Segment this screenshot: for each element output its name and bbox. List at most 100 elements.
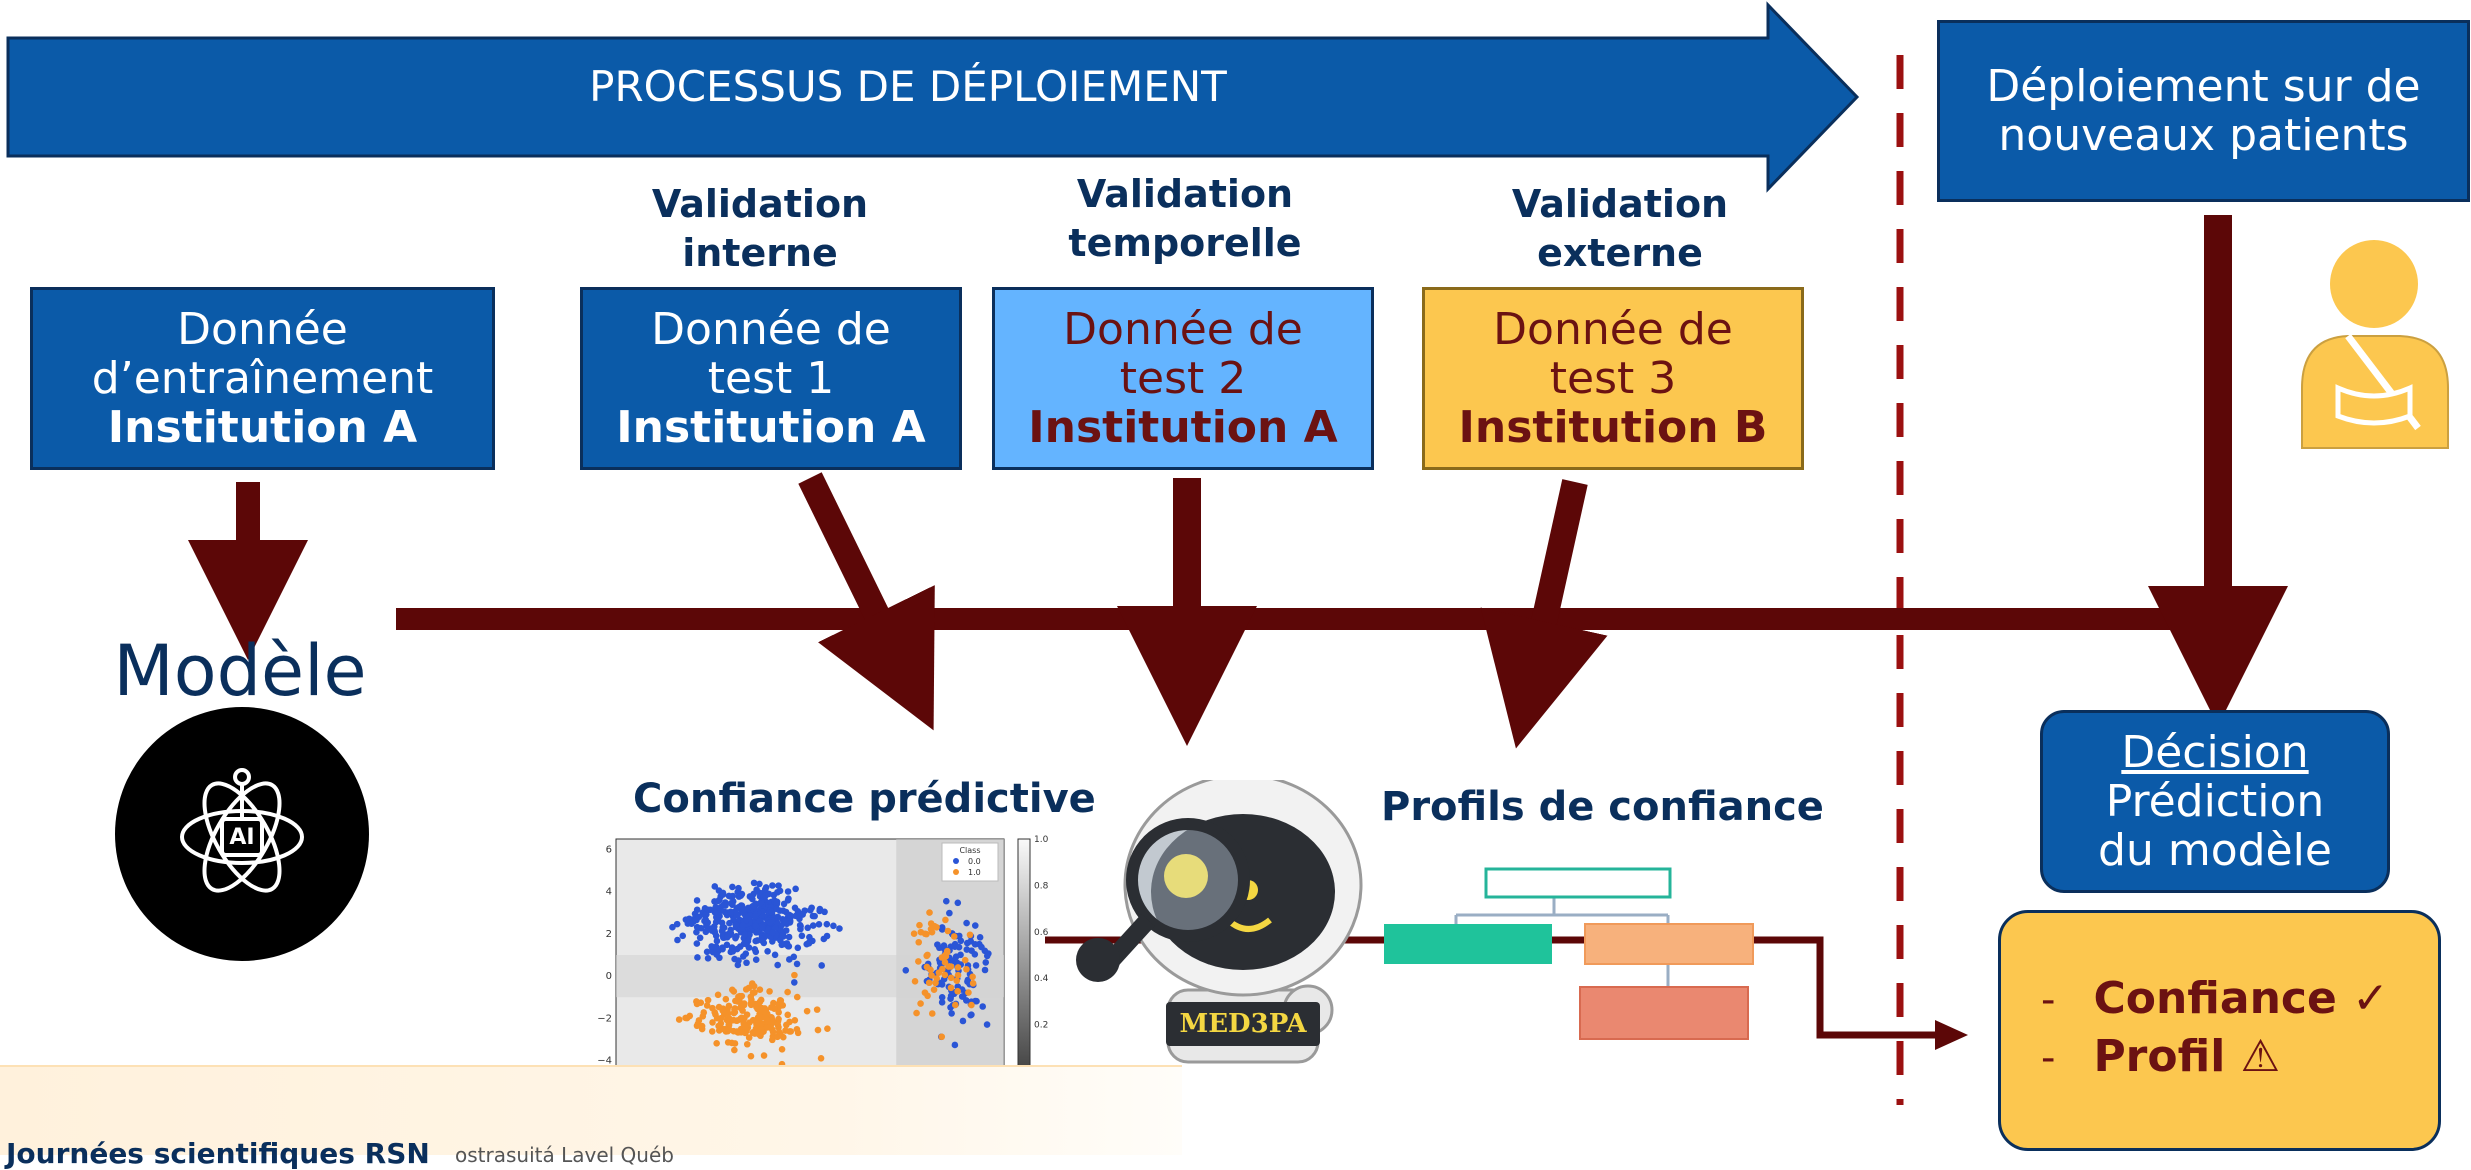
scatter-point-class-0.0 [762, 892, 769, 900]
scatter-point-class-0.0 [711, 883, 719, 890]
scatter-point-class-0.0 [766, 919, 774, 926]
scatter-point-class-0.0 [938, 924, 946, 931]
scatter-point-class-0.0 [971, 950, 979, 958]
scatter-point-class-1.0 [756, 986, 764, 994]
model-label: Modèle [113, 630, 367, 712]
scatter-point-class-0.0 [725, 892, 733, 900]
footer-subtext: ostrasuitá Lavel Québ [455, 1143, 674, 1167]
scatter-point-class-1.0 [760, 1052, 768, 1059]
scatter-point-class-0.0 [784, 897, 792, 904]
colorbar-tick-label: 1.0 [1034, 835, 1049, 845]
scatter-point-class-0.0 [968, 1011, 975, 1018]
scatter-point-class-1.0 [921, 930, 929, 938]
scatter-point-class-0.0 [981, 966, 989, 974]
decision-line-3: du modèle [2098, 825, 2332, 877]
scatter-point-class-0.0 [775, 882, 782, 889]
scatter-point-class-0.0 [713, 937, 721, 945]
test-data-3-box: Donnée de test 3 Institution B [1422, 287, 1804, 470]
ai-brain-icon [180, 768, 304, 893]
scatter-point-class-1.0 [917, 1000, 924, 1007]
decision-line-2: Prédiction [2105, 775, 2325, 827]
footer-text: Journées scientifiques RSN [6, 1137, 430, 1170]
scatter-point-class-1.0 [794, 1029, 802, 1037]
scatter-point-class-1.0 [817, 1055, 825, 1062]
scatter-point-class-1.0 [766, 988, 773, 995]
scatter-point-class-1.0 [742, 1022, 749, 1030]
scatter-point-class-0.0 [750, 879, 758, 887]
y-tick-label: −4 [597, 1055, 612, 1066]
scatter-point-class-0.0 [818, 962, 825, 969]
scatter-point-class-1.0 [784, 1011, 792, 1019]
scatter-point-class-0.0 [976, 934, 984, 941]
legend-marker [953, 869, 959, 875]
scatter-point-class-0.0 [694, 954, 701, 961]
scatter-point-class-1.0 [926, 909, 933, 916]
scatter-point-class-0.0 [673, 920, 681, 928]
scatter-point-class-0.0 [732, 921, 740, 929]
scatter-point-class-1.0 [928, 1010, 936, 1017]
scatter-point-class-1.0 [731, 1046, 738, 1054]
scatter-point-class-0.0 [940, 942, 948, 949]
scatter-point-class-0.0 [711, 909, 719, 916]
test2-line-1: Donnée de [1063, 303, 1303, 355]
scatter-point-class-0.0 [712, 903, 720, 911]
scatter-point-class-0.0 [740, 906, 748, 913]
scatter-point-class-1.0 [938, 1033, 946, 1041]
scatter-point-class-0.0 [693, 928, 700, 936]
scatter-point-class-1.0 [947, 984, 955, 992]
scatter-point-class-1.0 [968, 1001, 975, 1009]
scatter-point-class-1.0 [686, 1012, 694, 1020]
scatter-point-class-0.0 [963, 939, 971, 947]
scatter-point-class-0.0 [983, 1021, 991, 1028]
scatter-point-class-1.0 [699, 1013, 707, 1020]
scatter-point-class-0.0 [805, 939, 813, 947]
scatter-point-class-1.0 [954, 964, 962, 971]
scatter-point-class-1.0 [930, 986, 938, 993]
scatter-point-class-1.0 [776, 996, 784, 1004]
scatter-point-class-0.0 [679, 932, 687, 940]
scatter-point-class-0.0 [739, 921, 747, 929]
scatter-point-class-1.0 [714, 991, 722, 999]
scatter-point-class-1.0 [916, 921, 923, 929]
scatter-point-class-1.0 [947, 963, 955, 970]
scatter-point-class-1.0 [775, 1009, 782, 1016]
scatter-point-class-0.0 [674, 936, 681, 944]
scatter-point-class-0.0 [764, 927, 771, 934]
scatter-point-class-1.0 [950, 933, 958, 940]
scatter-point-class-1.0 [924, 951, 931, 959]
scatter-point-class-1.0 [704, 996, 712, 1004]
scatter-point-class-0.0 [733, 932, 740, 940]
scatter-point-class-0.0 [752, 956, 760, 963]
validation-title-external: Validation externe [1440, 180, 1800, 277]
y-tick-label: −2 [597, 1013, 612, 1024]
scatter-point-class-0.0 [938, 999, 946, 1006]
scatter-point-class-1.0 [730, 1016, 738, 1024]
confidence-scatter-chart: −505101520−4−202460.00.20.40.60.81.0Clas… [597, 835, 1049, 1090]
y-tick-label: 6 [606, 845, 612, 856]
legend-marker [953, 858, 959, 864]
scatter-point-class-0.0 [954, 899, 962, 907]
training-line-1: Donnée [177, 303, 348, 355]
scatter-point-class-0.0 [712, 932, 720, 940]
scatter-point-class-1.0 [764, 1024, 771, 1031]
footer-banner: Journées scientifiques RSN ostrasuitá La… [0, 1065, 1182, 1170]
scatter-point-class-0.0 [785, 933, 793, 941]
scatter-point-class-0.0 [796, 910, 804, 918]
scatter-point-class-0.0 [769, 882, 776, 889]
scatter-point-class-1.0 [717, 1014, 725, 1022]
scatter-point-class-0.0 [743, 959, 750, 967]
scatter-point-class-1.0 [824, 1025, 831, 1032]
scatter-point-class-0.0 [753, 928, 761, 936]
scatter-point-class-0.0 [724, 933, 731, 941]
scatter-point-class-1.0 [941, 959, 949, 966]
scatter-point-class-1.0 [739, 1007, 746, 1014]
scatter-point-class-1.0 [749, 1016, 757, 1024]
colorbar-tick-label: 0.2 [1034, 1021, 1048, 1031]
scatter-point-class-0.0 [902, 966, 910, 974]
scatter-point-class-0.0 [983, 952, 991, 960]
scatter-point-class-1.0 [756, 1013, 764, 1021]
scatter-point-class-1.0 [791, 1017, 799, 1024]
scatter-point-class-0.0 [784, 888, 792, 895]
scatter-point-class-1.0 [913, 1009, 920, 1017]
scatter-point-class-1.0 [768, 1036, 776, 1044]
